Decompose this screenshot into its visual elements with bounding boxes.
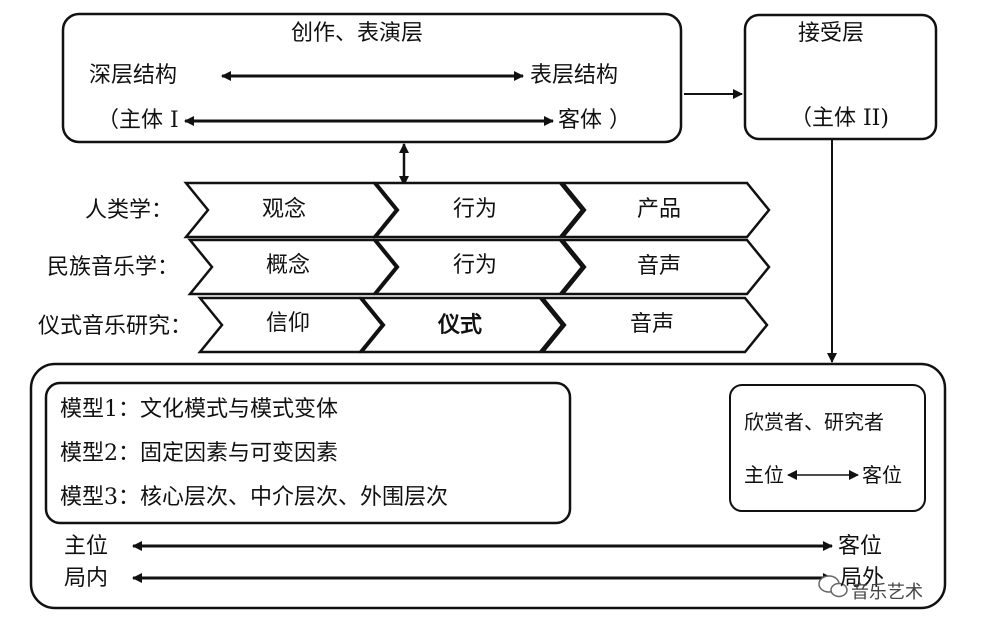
chevron-label: 观念 (262, 197, 307, 222)
chevron-shape (187, 238, 398, 296)
chevron-shape (540, 296, 769, 354)
insider-label: 局内 (64, 566, 109, 591)
chevron-shape (183, 181, 398, 239)
watermark-text: 音乐艺术 (851, 582, 923, 603)
model-3: 模型3：核心层次、中介层次、外围层次 (60, 485, 448, 510)
chevron-label: 概念 (266, 253, 311, 278)
chevron-label: 信仰 (266, 311, 311, 336)
chevron-label: 音声 (630, 312, 675, 337)
creation-layer-title: 创作、表演层 (291, 21, 424, 46)
chevron-label-emphasis: 仪式 (438, 312, 483, 338)
outsider-label: 局外 (840, 566, 885, 591)
model-1: 模型1：文化模式与模式变体 (60, 397, 338, 422)
row-label-ethnomusicology: 民族音乐学： (47, 255, 180, 280)
row-label-ritual-music: 仪式音乐研究： (38, 314, 193, 339)
subject-one-label: （主体 I (97, 108, 179, 133)
etic-label: 客位 (838, 534, 883, 559)
chevron-label: 行为 (453, 197, 498, 222)
chevron-label: 行为 (453, 253, 498, 278)
bottom-frame (29, 362, 947, 610)
chevron-label: 音声 (637, 254, 682, 279)
chevron-shape (197, 296, 384, 354)
chevron-shape (359, 296, 564, 354)
emic-label: 主位 (64, 534, 109, 559)
subject-two-label: （主体 II) (790, 106, 889, 131)
reception-layer-box (743, 13, 938, 141)
row-label-anthropology: 人类学： (85, 198, 174, 223)
chevron-row-ethnomusicology (187, 238, 771, 296)
chevron-shape (560, 181, 771, 239)
reception-layer-title: 接受层 (798, 21, 865, 46)
chevron-row-anthropology (183, 181, 771, 239)
surface-structure-label: 表层结构 (530, 63, 619, 88)
models-box (44, 381, 572, 525)
viewer-box (729, 384, 926, 512)
chevron-label: 产品 (637, 197, 682, 222)
chevron-shape (373, 238, 584, 296)
model-2: 模型2：固定因素与可变因素 (60, 441, 338, 466)
viewer-title: 欣赏者、研究者 (744, 410, 884, 434)
object-label: 客体 ） (558, 108, 631, 133)
chevron-shape (560, 238, 771, 296)
viewer-host: 主位 (744, 463, 784, 487)
chevron-row-ritual-music (197, 296, 769, 354)
wechat-icon (818, 575, 848, 598)
deep-structure-label: 深层结构 (89, 63, 178, 88)
creation-layer-box (61, 12, 683, 144)
chevron-shape (373, 181, 584, 239)
viewer-guest: 客位 (862, 463, 902, 487)
